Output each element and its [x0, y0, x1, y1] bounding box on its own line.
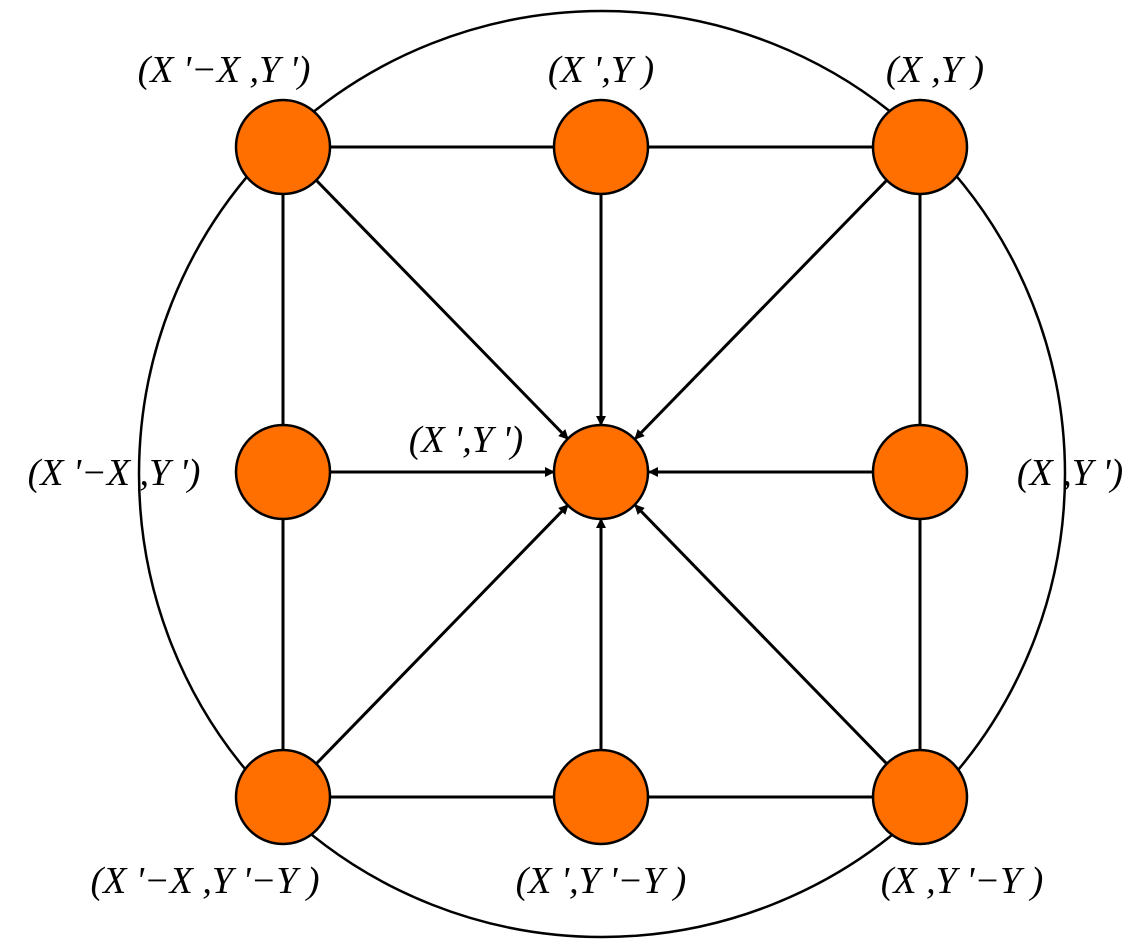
label-bottom-left: (X '−X ,Y '−Y )	[90, 860, 319, 902]
node-labels: (X '−X ,Y ') (X ',Y ) (X ,Y ) (X '−X ,Y …	[28, 49, 1124, 902]
label-top-right: (X ,Y )	[886, 49, 984, 91]
arrows-to-center	[314, 178, 889, 766]
node-top-center	[552, 98, 650, 196]
node-middle-left	[234, 423, 332, 521]
node-bottom-right	[871, 748, 969, 846]
arrow-from-bottom-left	[314, 503, 570, 766]
outer-circle	[137, 9, 1067, 939]
label-middle-right: (X ,Y ')	[1017, 452, 1123, 494]
arrow-from-top-right	[633, 178, 889, 441]
node-middle-right	[871, 423, 969, 521]
frame-edges	[281, 145, 922, 799]
label-top-left: (X '−X ,Y ')	[138, 49, 311, 91]
arrow-from-top-left	[314, 178, 570, 441]
label-top-center: (X ',Y )	[548, 49, 654, 91]
arrow-from-bottom-right	[633, 503, 889, 766]
node-top-left	[234, 98, 332, 196]
label-middle-left: (X '−X ,Y ')	[28, 452, 201, 494]
label-bottom-center: (X ',Y '−Y )	[516, 860, 687, 902]
node-bottom-center	[552, 748, 650, 846]
node-bottom-left	[234, 748, 332, 846]
nodes	[234, 98, 969, 846]
node-top-right	[871, 98, 969, 196]
label-bottom-right: (X ,Y '−Y )	[881, 860, 1044, 902]
label-center: (X ',Y ')	[409, 419, 523, 461]
node-center	[552, 423, 650, 521]
